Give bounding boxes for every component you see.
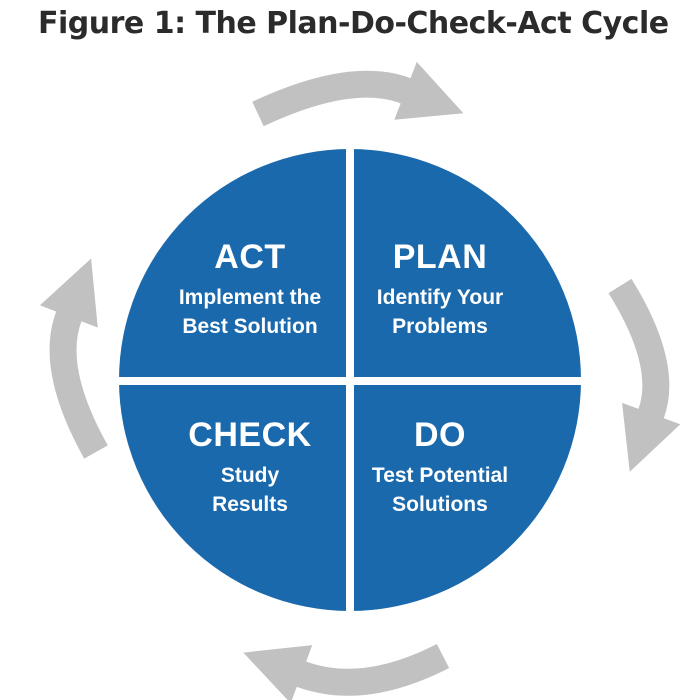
quadrant-plan-label: PLAN xyxy=(392,238,488,276)
quadrant-act: ACT Implement the Best Solution xyxy=(115,240,385,342)
quadrant-plan-desc-line1: Identify Your xyxy=(376,286,504,309)
quadrant-act-desc: Implement the Best Solution xyxy=(115,284,385,342)
quadrant-check: CHECK Study Results xyxy=(115,418,385,520)
quadrant-do-desc-line2: Solutions xyxy=(392,492,488,516)
quadrant-do-desc: Test Potential Solutions xyxy=(320,462,560,520)
curved-arrow-top-icon xyxy=(252,61,464,127)
curved-arrow-left-icon xyxy=(39,258,108,459)
quadrant-act-label: ACT xyxy=(214,238,286,276)
curved-arrow-right-icon xyxy=(608,278,681,472)
quadrant-check-desc-line1: Study xyxy=(220,464,280,487)
quadrant-do-desc-line1: Test Potential xyxy=(371,464,509,487)
quadrant-plan: PLAN Identify Your Problems xyxy=(320,240,560,342)
quadrant-check-desc: Study Results xyxy=(115,462,385,520)
quadrant-plan-desc: Identify Your Problems xyxy=(320,284,560,342)
figure-title: Figure 1: The Plan-Do-Check-Act Cycle xyxy=(38,6,669,41)
quadrant-check-desc-line2: Results xyxy=(212,492,288,516)
curved-arrow-bottom-icon xyxy=(243,643,450,700)
quadrant-do-label: DO xyxy=(414,416,466,454)
quadrant-act-desc-line1: Implement the xyxy=(178,286,322,309)
quadrant-check-label: CHECK xyxy=(188,416,312,454)
quadrant-do: DO Test Potential Solutions xyxy=(320,418,560,520)
quadrant-plan-desc-line2: Problems xyxy=(392,314,488,338)
quadrant-act-desc-line2: Best Solution xyxy=(182,314,318,338)
